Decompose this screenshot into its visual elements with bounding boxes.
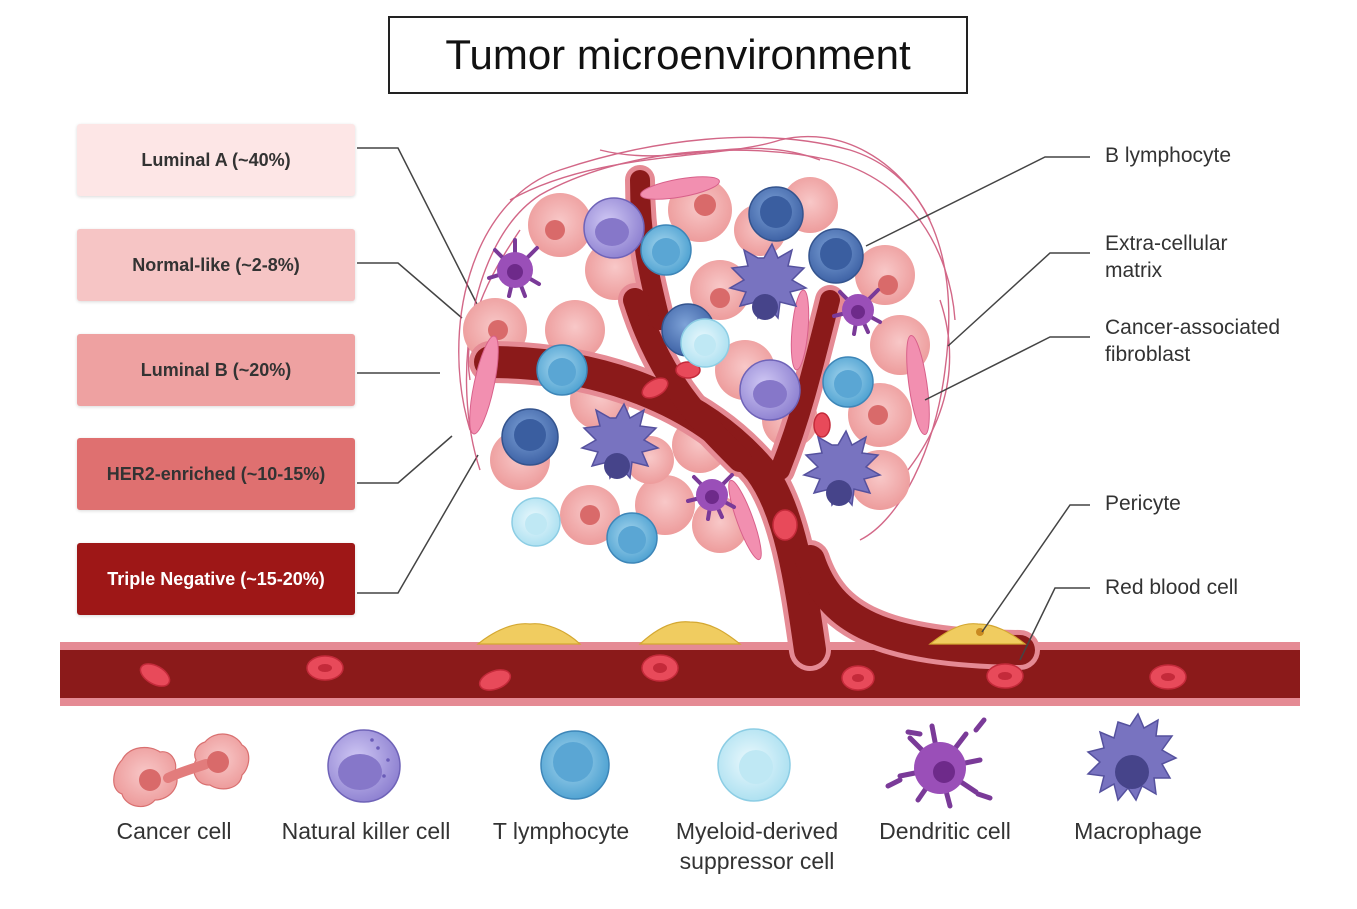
callout-red-blood-cell: Red blood cell (1105, 576, 1239, 599)
callout-b-lymphocyte: B lymphocyte (1105, 144, 1232, 167)
subtype-connector-lines (357, 147, 485, 594)
subtype-normal-like: Normal-like (~2-8%) (77, 229, 355, 301)
main-blood-vessel (60, 642, 1300, 706)
legend-label-mdsc: Myeloid-derived suppressor cell (675, 818, 839, 874)
legend-label-dendritic-cell: Dendritic cell (879, 818, 1011, 844)
dendritic-cell-icon (885, 717, 993, 809)
cancer-associated-fibroblasts (469, 176, 930, 561)
subtype-luminal-a: Luminal A (~40%) (77, 124, 355, 196)
callout-pericyte: Pericyte (1105, 492, 1181, 515)
callout-extracellular-matrix: Extra-cellular matrix (1105, 232, 1228, 282)
diagram-title: Tumor microenvironment (388, 16, 968, 94)
callout-lines (865, 156, 1090, 661)
subtype-label: HER2-enriched (~10-15%) (106, 463, 326, 484)
subtype-label: Luminal A (~40%) (141, 149, 291, 170)
cancer-cell-icon (113, 733, 250, 808)
nk-cells-in-tumor (583, 197, 801, 421)
mdsc-icon (717, 728, 791, 802)
legend-label-t-lymphocyte: T lymphocyte (492, 818, 630, 844)
legend-label-macrophage: Macrophage (1074, 818, 1202, 844)
t-lymphocytes-in-tumor (536, 224, 874, 564)
legend-label-nk-cell: Natural killer cell (281, 818, 451, 844)
subtype-label: Triple Negative (~15-20%) (107, 568, 325, 589)
subtype-label: Luminal B (~20%) (140, 359, 292, 380)
macrophages-in-tumor (580, 242, 882, 507)
legend-label-cancer-cell: Cancer cell (116, 818, 232, 844)
red-blood-cells (139, 361, 1187, 691)
mdsc-in-tumor (511, 318, 730, 547)
callout-cancer-associated-fibroblast: Cancer-associated fibroblast (1105, 316, 1281, 366)
t-lymphocyte-icon (540, 730, 610, 800)
macrophage-icon (1086, 712, 1178, 802)
subtype-her2-enriched: HER2-enriched (~10-15%) (77, 438, 355, 510)
subtype-triple-negative: Triple Negative (~15-20%) (77, 543, 355, 615)
nk-cell-icon (327, 729, 401, 803)
subtype-label: Normal-like (~2-8%) (132, 254, 300, 275)
subtype-luminal-b: Luminal B (~20%) (77, 334, 355, 406)
